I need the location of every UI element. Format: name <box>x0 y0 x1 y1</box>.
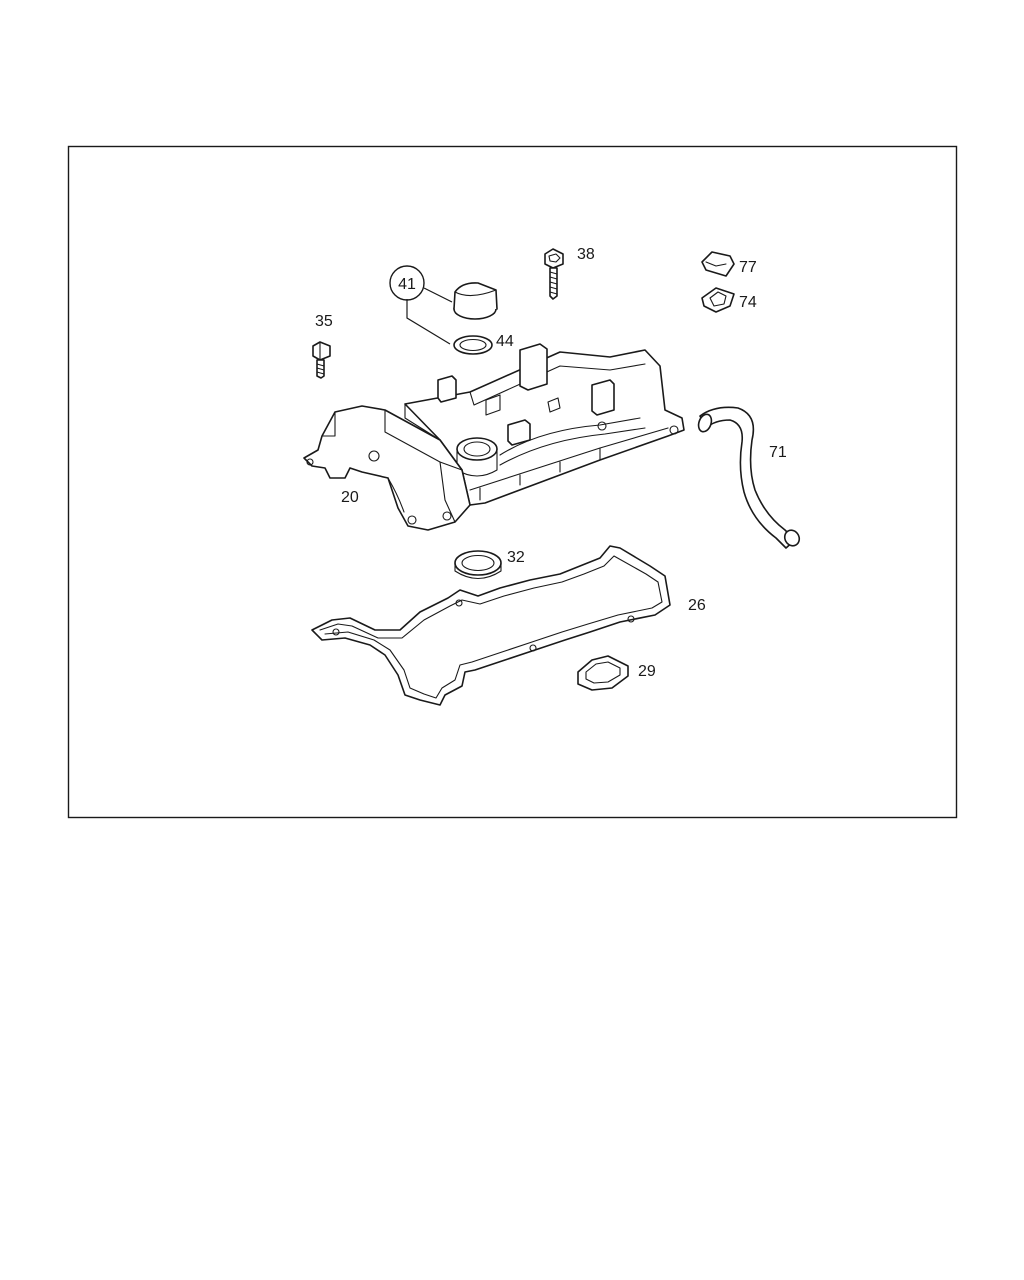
small-gasket-part <box>577 655 629 691</box>
breather-hose-part <box>697 406 801 549</box>
callout-29: 29 <box>638 663 656 680</box>
grommet-74-part <box>701 287 735 313</box>
callout-26: 26 <box>688 597 706 614</box>
clip-77-part <box>701 251 735 277</box>
leader-41 <box>423 287 453 303</box>
callout-71: 71 <box>769 444 787 461</box>
diagram-frame <box>67 145 958 819</box>
callout-20: 20 <box>341 489 359 506</box>
bolt-38-part <box>544 248 564 300</box>
callout-41-circle <box>389 265 425 301</box>
oil-filler-cap-part <box>453 282 498 320</box>
cylinder-head-cover-part <box>303 343 685 531</box>
callout-35: 35 <box>315 313 333 330</box>
gasket-part <box>311 545 671 706</box>
callout-32: 32 <box>507 549 525 566</box>
bolt-35-part <box>312 341 331 379</box>
callout-41: 41 <box>398 276 416 293</box>
leader-44 <box>406 299 451 345</box>
seal-ring-part <box>454 550 502 580</box>
callout-38: 38 <box>577 246 595 263</box>
o-ring-part <box>453 335 493 355</box>
callout-74: 74 <box>739 294 757 311</box>
callout-44: 44 <box>496 333 514 350</box>
callout-77: 77 <box>739 259 757 276</box>
